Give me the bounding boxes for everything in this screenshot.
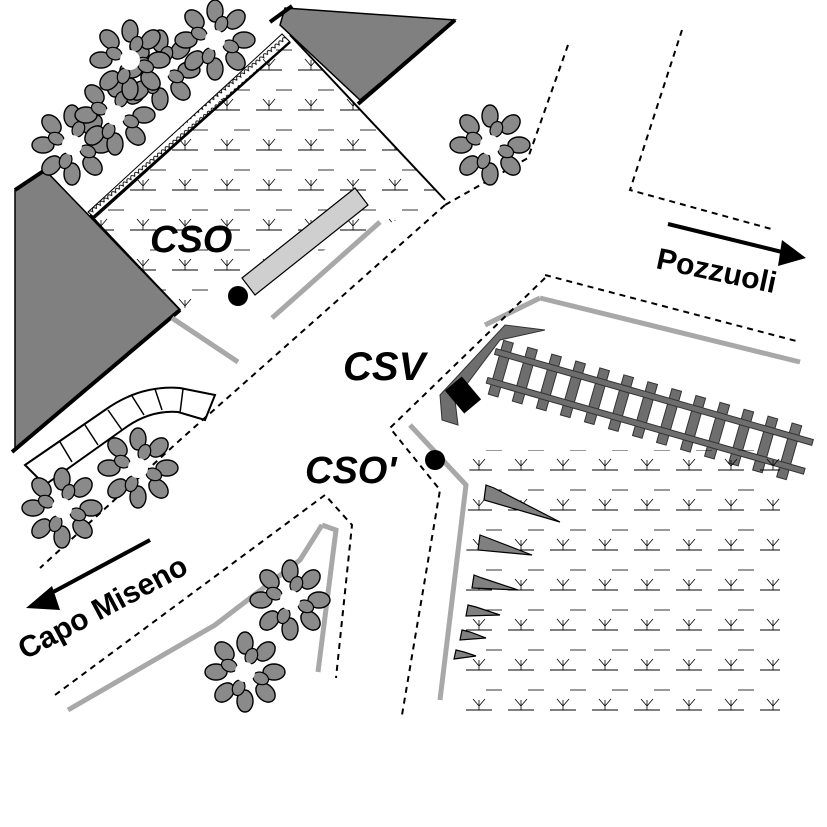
label-cso: CSO — [150, 219, 232, 261]
curved-wall — [23, 386, 217, 487]
label-cso-prime: CSO' — [305, 450, 398, 492]
railway — [485, 339, 814, 481]
upper-structure — [228, 187, 369, 306]
building-roof-north — [268, 4, 457, 106]
hedge-strip — [87, 33, 291, 221]
cso-point-marker — [228, 286, 248, 306]
arrow-pozzuoli — [667, 222, 806, 266]
label-csv: CSV — [343, 345, 429, 389]
building-roof-west — [10, 168, 182, 454]
label-pozzuoli: Pozzuoli — [654, 243, 780, 301]
spike-fence — [453, 484, 561, 660]
rail-buffer — [439, 324, 546, 426]
arrow-capo-miseno — [26, 538, 151, 610]
lower-right-field — [460, 450, 780, 725]
road-boundaries — [39, 29, 801, 716]
cso-prime-point-marker — [425, 450, 445, 470]
